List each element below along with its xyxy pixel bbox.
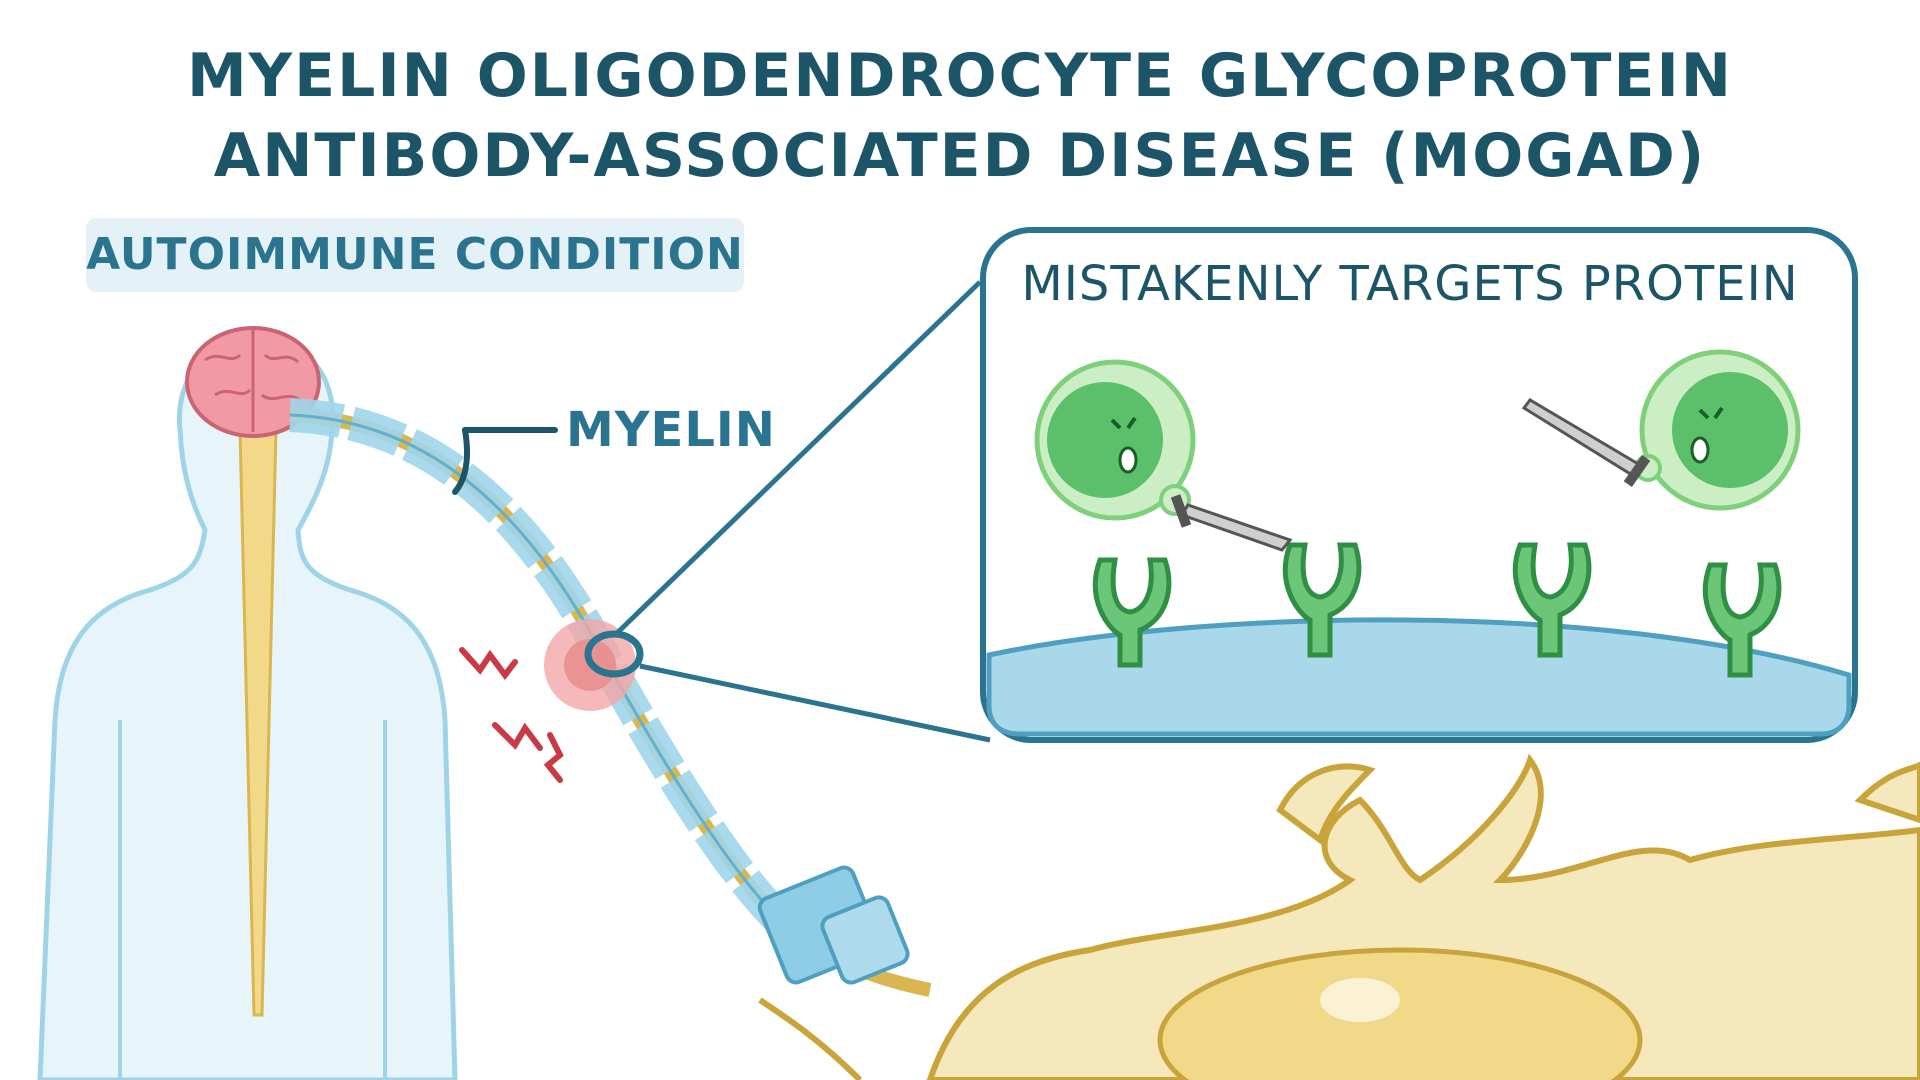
immune-cell-icon-2 [1634, 349, 1801, 511]
title-line-1: MYELIN OLIGODENDROCYTE GLYCOPROTEIN [186, 41, 1734, 111]
immune-cell-icon [1034, 359, 1196, 521]
page-title: MYELIN OLIGODENDROCYTE GLYCOPROTEIN ANTI… [0, 36, 1920, 196]
inset-title: MISTAKENLY TARGETS PROTEIN [1021, 256, 1799, 312]
pain-signal-icon [459, 647, 564, 783]
neuron-cell-body [758, 753, 1920, 1080]
brain-icon [185, 326, 321, 438]
title-line-2: ANTIBODY-ASSOCIATED DISEASE (MOGAD) [213, 121, 1707, 191]
myelin-label: MYELIN [566, 402, 776, 458]
sword-icon-2 [1521, 398, 1651, 487]
sword-icon [1170, 494, 1293, 552]
zoom-callout [584, 280, 991, 743]
condition-tag: AUTOIMMUNE CONDITION [86, 218, 744, 292]
inset-panel [980, 227, 1858, 743]
protein-receptor-icon [1092, 542, 1782, 678]
